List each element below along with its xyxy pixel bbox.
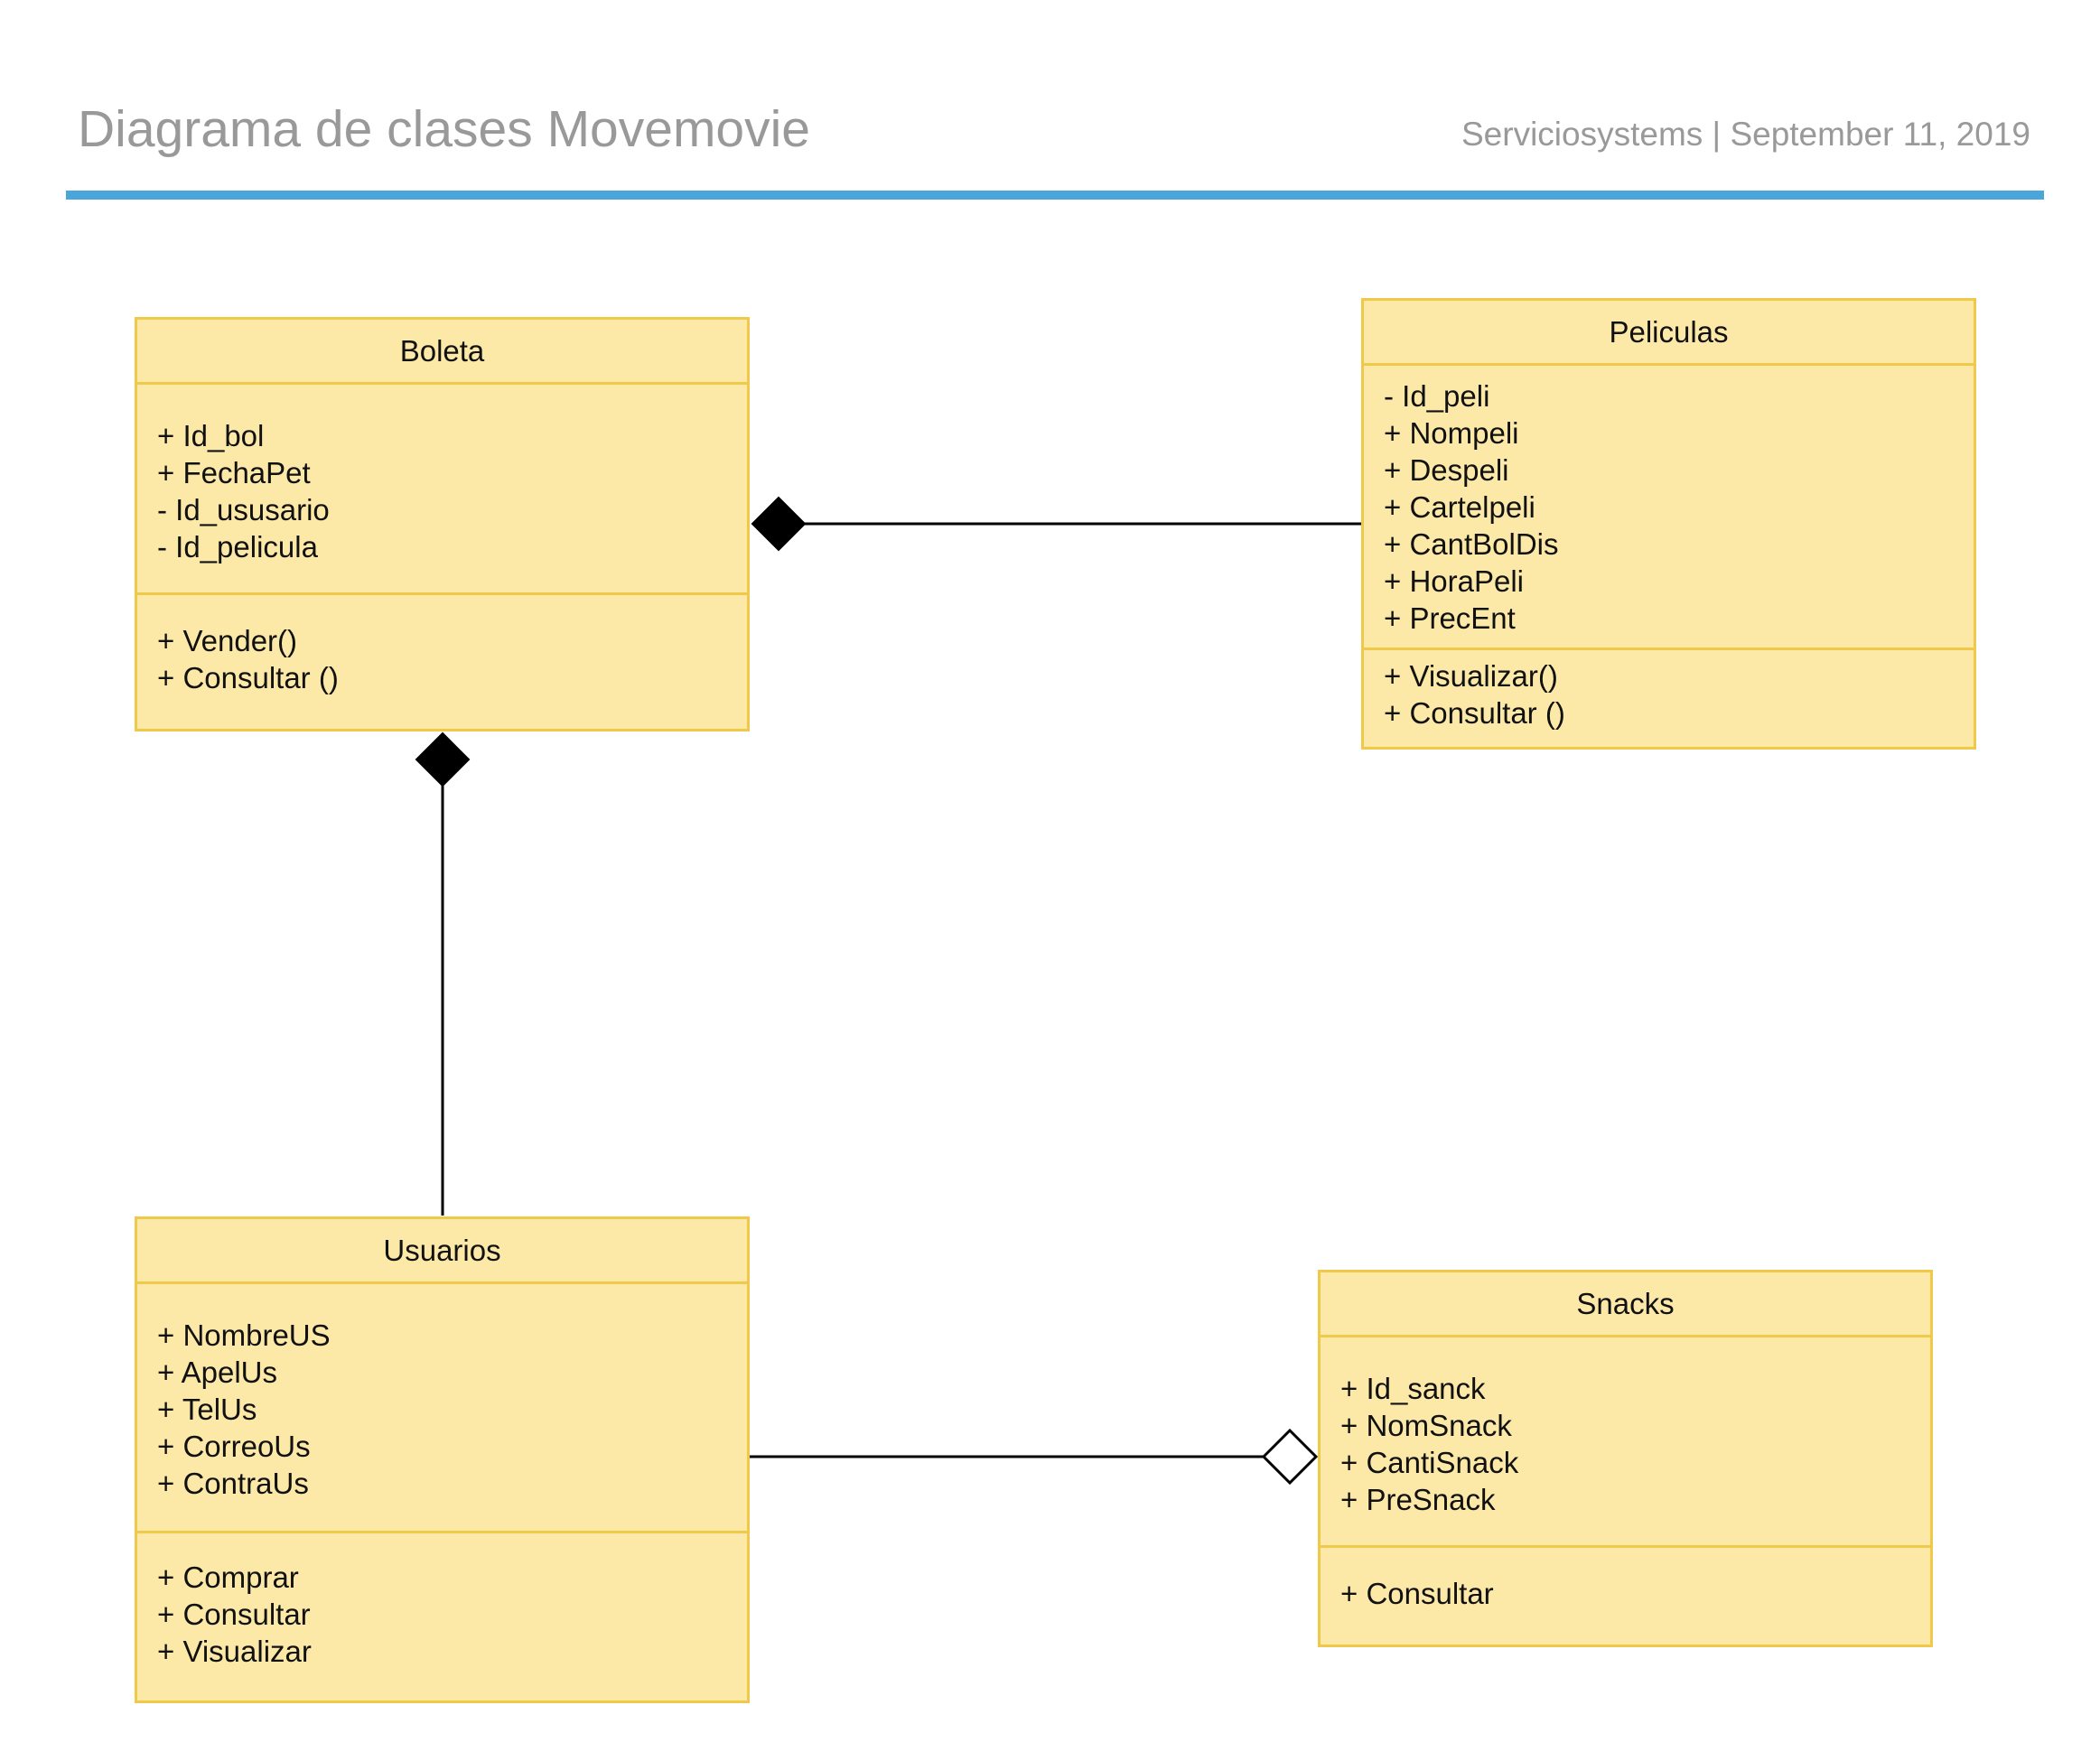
method: + Comprar [157,1561,299,1594]
attributes-boleta: + Id_bol + FechaPet - Id_ususario - Id_p… [137,385,747,595]
attribute: + FechaPet [157,456,311,489]
class-name-usuarios: Usuarios [137,1219,747,1284]
page-title: Diagrama de clases Movemovie [78,100,810,158]
attributes-usuarios: + NombreUS + ApelUs + TelUs + CorreoUs +… [137,1284,747,1533]
attribute: + NombreUS [157,1318,331,1352]
class-usuarios[interactable]: Usuarios + NombreUS + ApelUs + TelUs + C… [135,1216,750,1703]
class-boleta[interactable]: Boleta + Id_bol + FechaPet - Id_ususario… [135,317,750,731]
attribute: + CantiSnack [1340,1446,1519,1479]
class-name-peliculas: Peliculas [1364,301,1974,366]
method: + Consultar () [157,661,339,694]
methods-boleta: + Vender() + Consultar () [137,595,747,696]
methods-snacks: + Consultar [1321,1548,1930,1612]
attribute: - Id_pelicula [157,530,318,564]
attribute: + PrecEnt [1384,601,1516,635]
class-name-snacks: Snacks [1321,1272,1930,1337]
methods-usuarios: + Comprar + Consultar + Visualizar [137,1533,747,1670]
attributes-peliculas: - Id_peli + Nompeli + Despeli + Cartelpe… [1364,366,1974,650]
method: + Visualizar() [1384,659,1558,693]
attribute: + Despeli [1384,453,1509,487]
method: + Vender() [157,624,298,657]
attribute: + TelUs [157,1393,257,1426]
attribute: - Id_ususario [157,493,330,526]
attribute: + CantBolDis [1384,527,1559,561]
composition-diamond-boleta-bottom [415,731,471,787]
attribute: + Id_sanck [1340,1372,1486,1405]
methods-peliculas: + Visualizar() + Consultar () [1364,650,1974,731]
method: + Consultar () [1384,696,1565,730]
aggregation-diamond-snacks [1261,1428,1319,1486]
attribute: - Id_peli [1384,379,1490,413]
attribute: + HoraPeli [1384,564,1524,598]
page-subtitle: Serviciosystems | September 11, 2019 [1461,116,2030,153]
class-peliculas[interactable]: Peliculas - Id_peli + Nompeli + Despeli … [1361,298,1976,750]
method: + Consultar [157,1598,311,1631]
method: + Visualizar [157,1635,312,1668]
attributes-snacks: + Id_sanck + NomSnack + CantiSnack + Pre… [1321,1337,1930,1548]
class-snacks[interactable]: Snacks + Id_sanck + NomSnack + CantiSnac… [1318,1270,1933,1647]
class-name-boleta: Boleta [137,320,747,385]
attribute: + PreSnack [1340,1483,1496,1516]
attribute: + ApelUs [157,1356,277,1389]
header-divider [66,191,2044,200]
attribute: + ContraUs [157,1467,309,1500]
attribute: + Id_bol [157,419,265,452]
attribute: + CorreoUs [157,1430,311,1463]
composition-diamond-boleta-right [751,496,807,552]
attribute: + NomSnack [1340,1409,1512,1442]
attribute: + Nompeli [1384,416,1519,450]
attribute: + Cartelpeli [1384,490,1535,524]
method: + Consultar [1340,1577,1494,1610]
